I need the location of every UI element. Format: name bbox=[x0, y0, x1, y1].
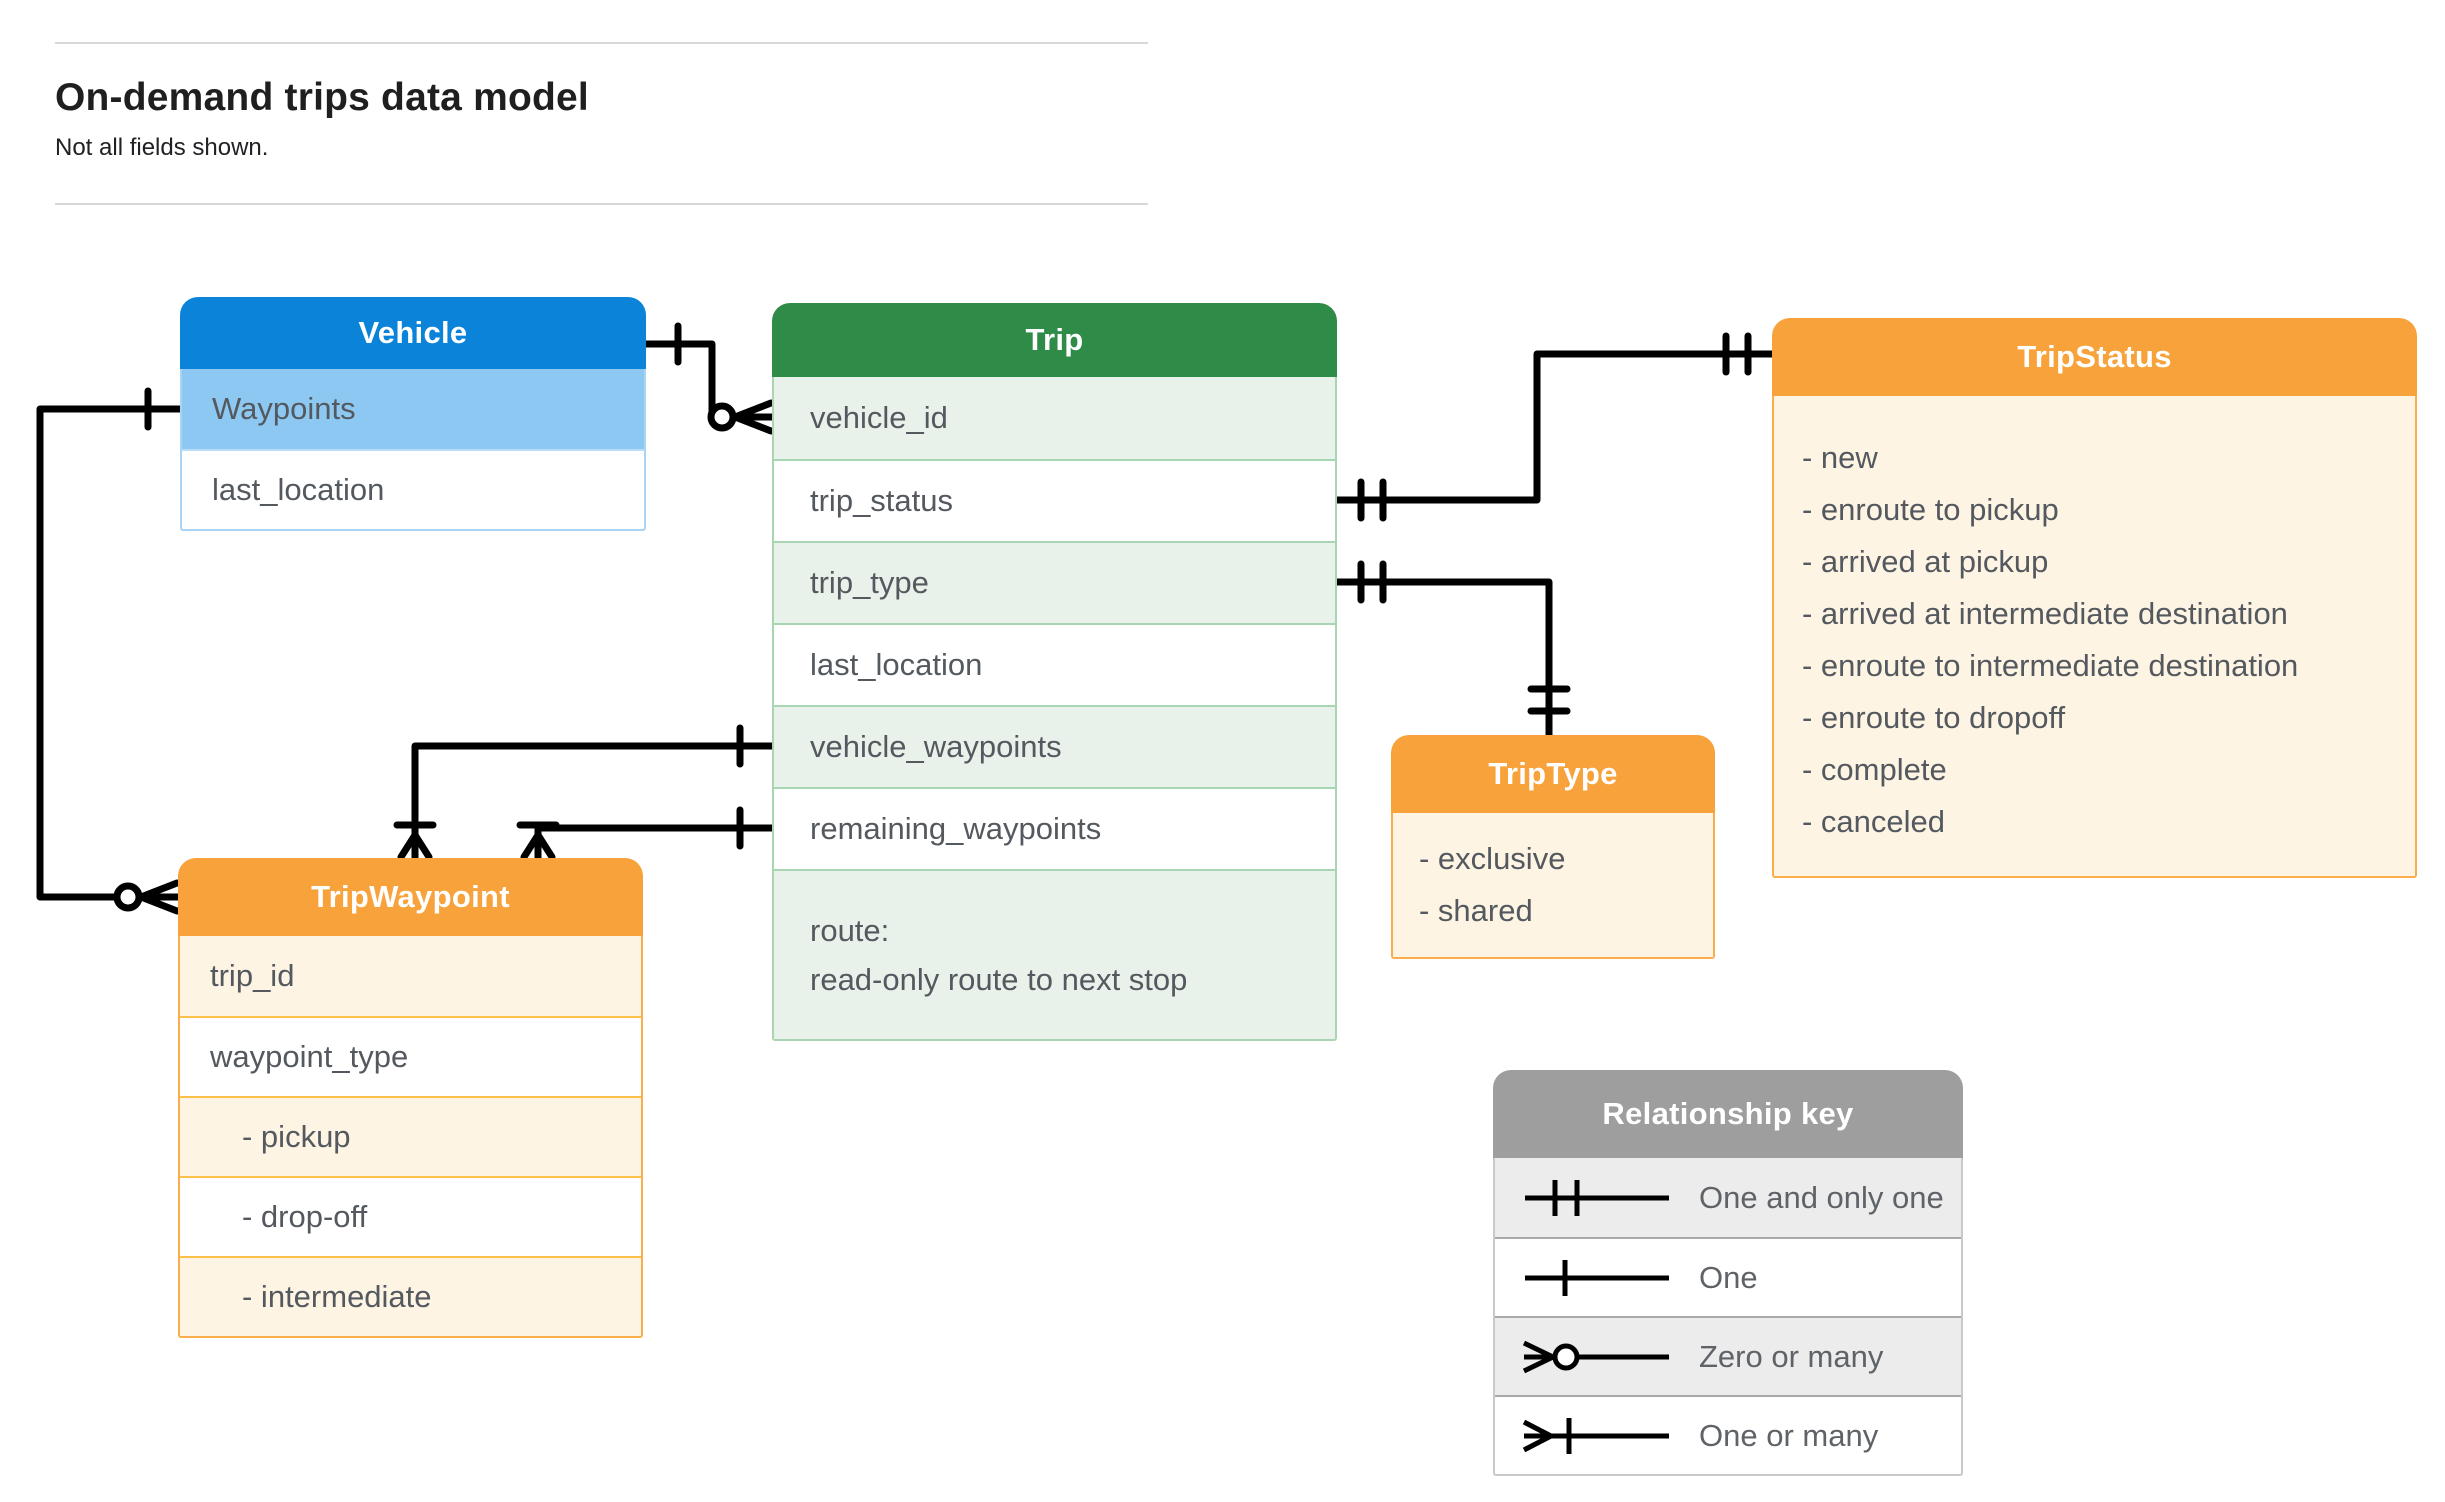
entity-body-triptype: - exclusive - shared bbox=[1391, 813, 1715, 959]
enum-value: - arrived at intermediate destination bbox=[1802, 596, 2288, 631]
connector-vehicle-to-trip-vehicle_id bbox=[642, 340, 776, 421]
field-row: last_location bbox=[182, 449, 644, 529]
zero-or-many-marker bbox=[137, 879, 181, 901]
one-or-many-marker bbox=[520, 831, 542, 861]
zero-or-many-marker bbox=[731, 399, 775, 421]
key-row-one: One bbox=[1495, 1237, 1961, 1316]
zero-or-many-marker bbox=[137, 893, 181, 915]
enum-value: - enroute to dropoff bbox=[1802, 700, 2066, 735]
enum-value: - complete bbox=[1802, 752, 1947, 787]
relationship-key-header: Relationship key bbox=[1493, 1070, 1963, 1158]
one-or-many-marker bbox=[534, 831, 556, 861]
zero-or-many-marker bbox=[731, 413, 775, 435]
one-and-only-one-icon bbox=[1525, 1179, 1669, 1216]
key-label: Zero or many bbox=[1699, 1338, 1884, 1374]
entity-triptype: TripType - exclusive - shared bbox=[1391, 735, 1715, 959]
connector-vehicle-waypoints-to-tripwaypoint bbox=[36, 405, 184, 901]
key-label: One and only one bbox=[1699, 1179, 1944, 1215]
entity-header-trip: Trip bbox=[772, 303, 1337, 377]
field-row: vehicle_id bbox=[774, 377, 1335, 459]
entity-header-triptype: TripType bbox=[1391, 735, 1715, 813]
zero-or-many-circle bbox=[113, 882, 143, 912]
field-row: remaining_waypoints bbox=[774, 787, 1335, 869]
enum-value: - shared bbox=[1419, 893, 1533, 928]
field-row: trip_id bbox=[180, 936, 641, 1016]
enum-value: - arrived at pickup bbox=[1802, 544, 2049, 579]
enum-list: - new - enroute to pickup - arrived at pic… bbox=[1774, 396, 2415, 876]
key-row-zero-or-many: Zero or many bbox=[1495, 1316, 1961, 1395]
page-subtitle: Not all fields shown. bbox=[55, 134, 269, 161]
field-row: - pickup bbox=[180, 1096, 641, 1176]
zero-or-many-circle bbox=[707, 402, 737, 432]
zero-or-many-icon bbox=[1522, 1340, 1669, 1373]
field-row: - drop-off bbox=[180, 1176, 641, 1256]
one-or-many-marker bbox=[411, 831, 433, 861]
field-row: trip_status bbox=[774, 459, 1335, 541]
field-row: waypoint_type bbox=[180, 1016, 641, 1096]
entity-header-vehicle: Vehicle bbox=[180, 297, 646, 369]
enum-value: - exclusive bbox=[1419, 841, 1566, 876]
one-or-many-marker bbox=[397, 831, 419, 861]
field-row: last_location bbox=[774, 623, 1335, 705]
one-icon bbox=[1525, 1259, 1669, 1296]
enum-value: - new bbox=[1802, 440, 1878, 475]
entity-body-tripstatus: - new - enroute to pickup - arrived at pic… bbox=[1772, 396, 2417, 878]
key-row-one-or-many: One or many bbox=[1495, 1395, 1961, 1474]
enum-value: - enroute to intermediate destination bbox=[1802, 648, 2299, 683]
connector-trip_type-to-triptype bbox=[1333, 578, 1553, 739]
enum-list: - exclusive - shared bbox=[1393, 813, 1713, 957]
entity-header-tripwaypoint: TripWaypoint bbox=[178, 858, 643, 936]
connector-trip_status-to-tripstatus bbox=[1333, 350, 1776, 504]
field-row: route:read-only route to next stop bbox=[774, 869, 1335, 1039]
key-label: One or many bbox=[1699, 1417, 1879, 1453]
connector-trip-vehicle_waypoints-to-tripwaypoint bbox=[411, 742, 776, 862]
key-label: One bbox=[1699, 1259, 1758, 1295]
top-divider bbox=[55, 42, 1148, 44]
enum-value: - enroute to pickup bbox=[1802, 492, 2059, 527]
enum-value: - canceled bbox=[1802, 804, 1946, 839]
entity-header-tripstatus: TripStatus bbox=[1772, 318, 2417, 396]
entity-tripstatus: TripStatus - new - enroute to pickup - arr… bbox=[1772, 318, 2417, 878]
field-row: Waypoints bbox=[182, 369, 644, 449]
one-or-many-icon bbox=[1522, 1417, 1669, 1454]
page-title: On-demand trips data model bbox=[55, 76, 589, 119]
field-row: vehicle_waypoints bbox=[774, 705, 1335, 787]
field-row: trip_type bbox=[774, 541, 1335, 623]
key-row-one-and-only-one: One and only one bbox=[1495, 1158, 1961, 1237]
field-row: - intermediate bbox=[180, 1256, 641, 1336]
bottom-divider bbox=[55, 203, 1148, 205]
